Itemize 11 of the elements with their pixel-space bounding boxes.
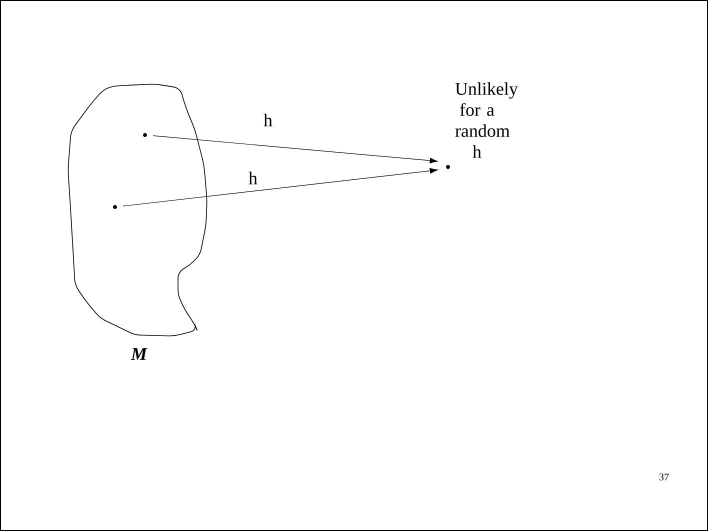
- region-outline: [68, 84, 208, 336]
- page-number: 37: [660, 474, 669, 480]
- point: [446, 165, 450, 169]
- region-label: M: [130, 348, 148, 360]
- point: [143, 133, 147, 137]
- edge-label: h: [262, 112, 274, 128]
- point: [113, 205, 117, 209]
- arrow: [122, 168, 438, 206]
- edge-label: h: [248, 170, 258, 186]
- note-text: Unlikely for a random h: [455, 82, 518, 158]
- arrow: [152, 135, 438, 164]
